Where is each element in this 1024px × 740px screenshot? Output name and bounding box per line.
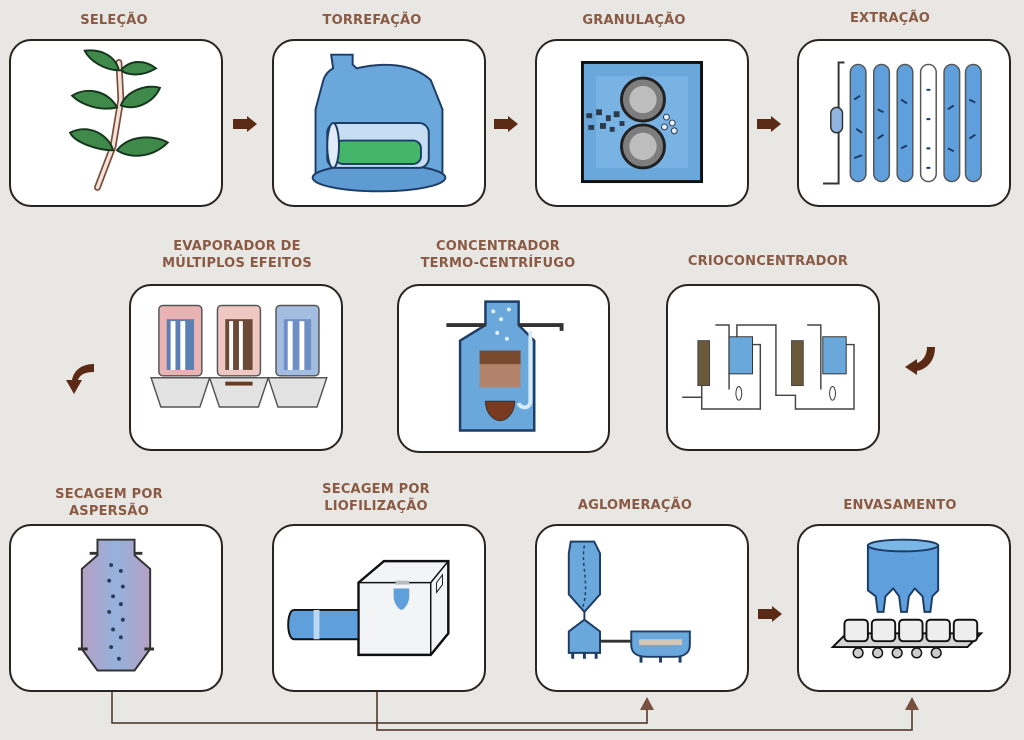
step-label-concentrador-line2: TERMO-CENTRÍFUGO: [420, 256, 576, 271]
agglomerator-icon: [567, 540, 691, 663]
step-box-selecao: [9, 39, 223, 207]
step-label-liofilizacao-line2: LIOFILIZAÇÃO: [324, 499, 428, 514]
step-label-liofilizacao: SECAGEM POR LIOFILIZAÇÃO: [322, 481, 430, 515]
step-box-evaporador: [129, 284, 343, 451]
flow-arrow-curved-left: [903, 345, 939, 381]
multi-effect-evaporator-icon: [150, 304, 328, 408]
extraction-columns-icon: [822, 61, 982, 185]
step-label-liofilizacao-line1: SECAGEM POR: [322, 482, 430, 497]
step-box-torrefacao: [272, 39, 486, 207]
step-label-granulacao: GRANULAÇÃO: [582, 13, 686, 28]
arrow-right-icon: [758, 606, 782, 622]
arrow-right-icon: [494, 116, 518, 132]
step-box-aglomeracao: [535, 524, 749, 692]
step-label-aspersao: SECAGEM POR ASPERSÃO: [55, 486, 163, 520]
step-label-crioconcentrador: CRIOCONCENTRADOR: [687, 254, 849, 269]
cryoconcentrator-icon: [682, 324, 855, 410]
step-box-concentrador: [397, 284, 610, 453]
coffee-branch-icon: [68, 49, 170, 191]
flow-arrow-right: [757, 116, 781, 136]
connector-liofilizacao-to-envasamento: [376, 692, 913, 731]
arrow-right-icon: [233, 116, 257, 132]
spray-dryer-icon: [77, 538, 155, 672]
freeze-dryer-icon: [287, 559, 450, 657]
step-label-evaporador-line1: EVAPORADOR DE: [173, 239, 301, 254]
step-label-envasamento: ENVASAMENTO: [843, 498, 957, 513]
step-label-torrefacao: TORREFAÇÃO: [322, 13, 422, 28]
thermo-centrifugal-concentrator-icon: [446, 300, 564, 432]
roaster-icon: [311, 53, 447, 193]
step-label-selecao: SELEÇÃO: [80, 13, 148, 28]
arrowhead-up-envasamento: [905, 697, 919, 710]
step-box-envasamento: [797, 524, 1011, 692]
step-label-aglomeracao: AGLOMERAÇÃO: [577, 498, 693, 513]
filling-line-icon: [830, 538, 984, 659]
step-label-evaporador-line2: MÚLTIPLOS EFEITOS: [162, 256, 312, 271]
flow-arrow-right: [494, 116, 518, 136]
arrow-right-icon: [757, 116, 781, 132]
arrowhead-up-aglomeracao: [640, 697, 654, 710]
grinder-rollers-icon: [580, 61, 704, 184]
flow-arrow-right: [233, 116, 257, 136]
step-box-granulacao: [535, 39, 749, 207]
flow-arrow-right: [758, 606, 782, 626]
step-box-extracao: [797, 39, 1011, 207]
flow-arrow-curved-down: [64, 360, 96, 400]
step-label-aspersao-line2: ASPERSÃO: [69, 504, 149, 519]
step-label-evaporador: EVAPORADOR DE MÚLTIPLOS EFEITOS: [162, 238, 312, 272]
step-box-aspersao: [9, 524, 223, 692]
step-label-extracao: EXTRAÇÃO: [849, 11, 931, 26]
step-box-crioconcentrador: [666, 284, 880, 451]
connector-aspersao-to-aglomeracao: [111, 692, 648, 724]
step-box-liofilizacao: [272, 524, 486, 692]
curved-arrow-left-icon: [905, 347, 935, 375]
step-label-concentrador: CONCENTRADOR TERMO-CENTRÍFUGO: [421, 238, 576, 272]
curved-arrow-down-icon: [66, 364, 94, 394]
step-label-concentrador-line1: CONCENTRADOR: [436, 239, 560, 254]
step-label-aspersao-line1: SECAGEM POR: [55, 487, 163, 502]
